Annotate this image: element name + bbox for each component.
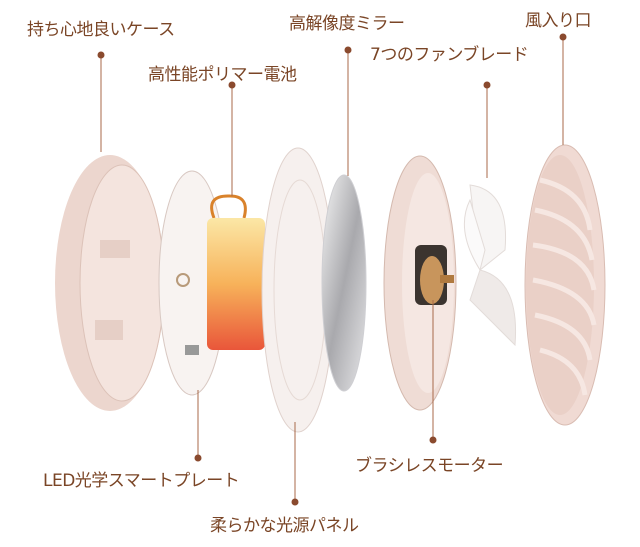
label-intake: 風入り口 <box>525 11 592 31</box>
battery-part <box>207 194 265 350</box>
mirror-part <box>321 174 367 392</box>
label-led-plate: LED光学スマートプレート <box>43 471 240 491</box>
motor-housing-part <box>383 155 457 411</box>
leader-dots <box>97 33 567 506</box>
label-blades: 7つのファンブレード <box>370 45 529 65</box>
label-battery: 高性能ポリマー電池 <box>148 65 297 85</box>
label-motor: ブラシレスモーター <box>355 456 504 476</box>
case-part <box>55 155 165 411</box>
intake-grill-part <box>524 144 606 426</box>
fan-blades-part <box>463 184 517 347</box>
label-mirror: 高解像度ミラー <box>289 14 405 34</box>
label-panel: 柔らかな光源パネル <box>210 516 359 536</box>
leader-lines <box>100 37 564 502</box>
label-case: 持ち心地良いケース <box>27 20 175 40</box>
